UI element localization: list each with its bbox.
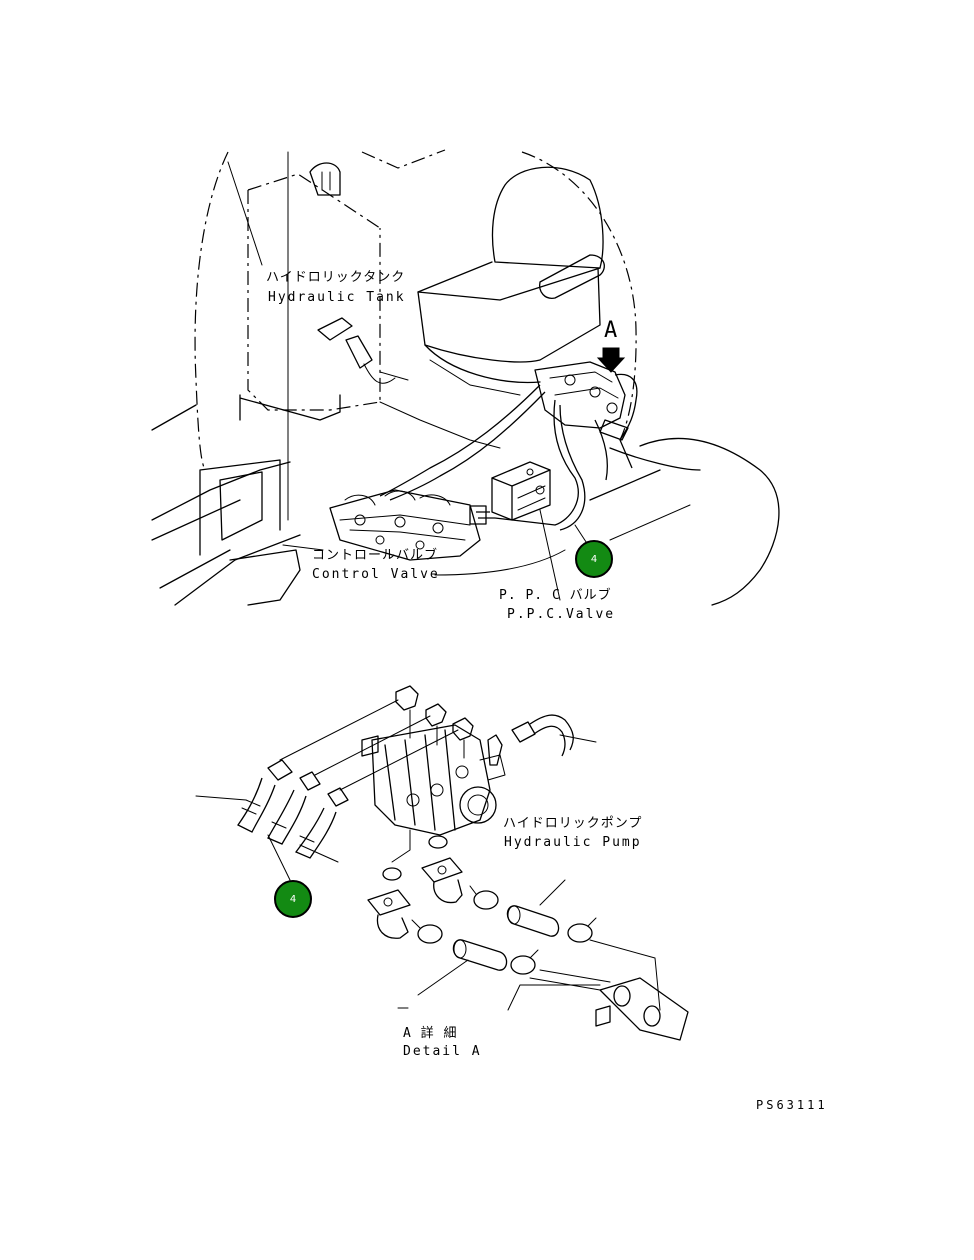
part-callout-4-upper[interactable]: 4 [575,540,613,578]
view-a-marker: A [604,318,618,343]
callout-number: 4 [590,553,598,565]
hydraulic-tank-label-en: Hydraulic Tank [268,290,406,305]
detail-a-label-en: Detail A [403,1044,482,1059]
hydraulic-pump-label-jp: ハイドロリックポンプ [503,816,643,831]
control-valve-label-jp: コントロールバルブ [312,548,439,563]
control-valve-label-en: Control Valve [312,567,440,582]
upper-view [151,149,780,606]
part-callout-4-lower[interactable]: 4 [274,880,312,918]
detail-a-label-jp: A 詳 細 [403,1026,458,1041]
hydraulic-tank-label-jp: ハイドロリックタンク [266,270,406,285]
callout-number: 4 [289,893,297,905]
drawing-code: PS63111 [756,1098,828,1112]
hydraulic-pump-shape [361,724,506,836]
ppc-valve-shape [491,461,551,521]
ppc-valve-label-jp: P. P. C バルブ [499,588,612,603]
ppc-valve-label-en: P.P.C.Valve [507,607,616,622]
detail-a-view [195,685,689,1041]
hydraulic-pump-label-en: Hydraulic Pump [504,835,642,850]
pump-cluster-shape [534,361,629,441]
